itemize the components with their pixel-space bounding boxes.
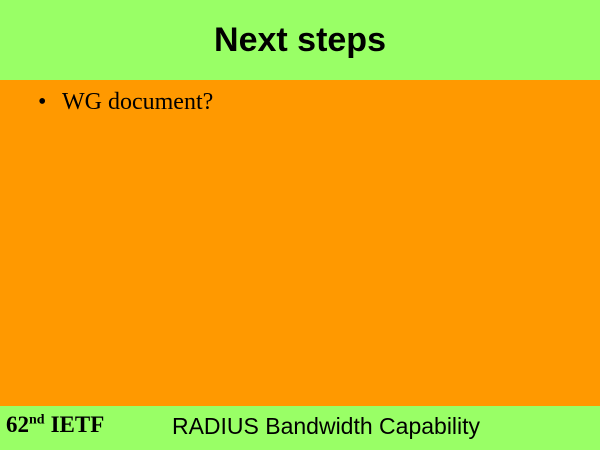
footer-event-number: 62 — [6, 412, 29, 437]
footer-band: 62nd IETF RADIUS Bandwidth Capability — [0, 406, 600, 450]
footer-event-label: 62nd IETF — [6, 412, 104, 438]
footer-event-ordinal: nd — [29, 412, 45, 428]
slide-content-area: • WG document? — [0, 80, 600, 406]
bullet-item: • WG document? — [34, 88, 600, 117]
bullet-icon: • — [38, 89, 47, 115]
footer-presentation-title: RADIUS Bandwidth Capability — [171, 413, 481, 439]
bullet-text: WG document? — [62, 89, 214, 115]
title-band: Next steps — [0, 0, 600, 80]
slide-title: Next steps — [214, 20, 386, 59]
footer-event-name: IETF — [50, 412, 105, 437]
